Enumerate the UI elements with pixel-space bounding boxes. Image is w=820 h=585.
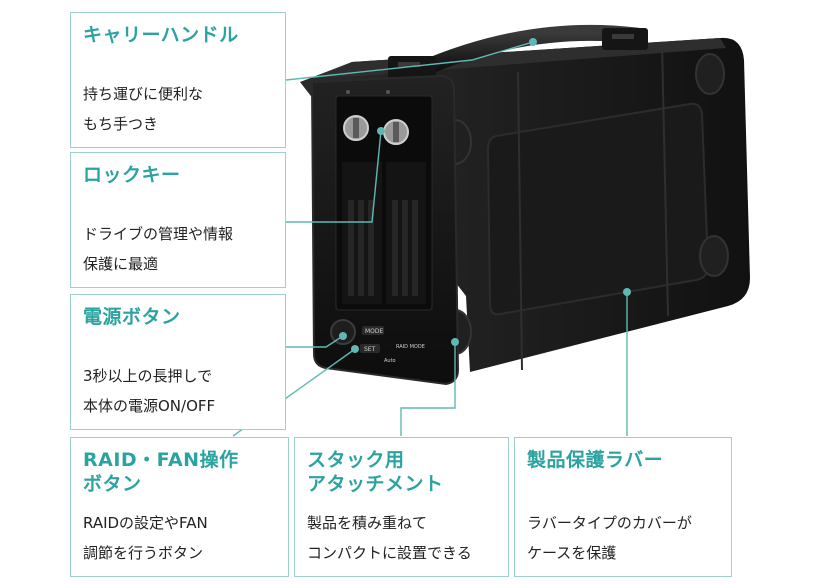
callout-body-line: コンパクトに設置できる — [307, 544, 472, 562]
callout-power-button: 電源ボタン 3秒以上の長押しで 本体の電源ON/OFF — [70, 294, 286, 430]
callout-body-line: 調節を行うボタン — [83, 544, 204, 562]
callout-raid-fan-buttons: RAID・FAN操作 ボタン RAIDの設定やFAN 調節を行うボタン — [70, 437, 289, 577]
callout-body-line: ラバータイプのカバーが — [527, 514, 692, 532]
callout-title-line: ボタン — [83, 473, 142, 495]
callout-body: 製品を積み重ねて コンパクトに設置できる — [307, 508, 500, 568]
callout-body-line: ドライブの管理や情報 — [83, 225, 234, 243]
svg-text:MODE: MODE — [365, 328, 384, 335]
callout-title: スタック用 アタッチメント — [307, 448, 496, 496]
callout-body-line: 本体の電源ON/OFF — [83, 397, 216, 415]
callout-body-line: ケースを保護 — [527, 544, 617, 562]
callout-body: 持ち運びに便利な もち手つき — [83, 79, 277, 139]
svg-text:SET: SET — [364, 346, 376, 353]
callout-title: 製品保護ラバー — [527, 449, 664, 471]
callout-body-line: 3秒以上の長押しで — [83, 367, 213, 385]
svg-text:RAID MODE: RAID MODE — [396, 344, 425, 350]
callout-title: RAID・FAN操作 ボタン — [83, 448, 276, 496]
raid-fan-buttons: MODE SET RAID MODE Auto — [360, 326, 425, 364]
callout-title: ロックキー — [83, 164, 181, 186]
callout-lock-key: ロックキー ドライブの管理や情報 保護に最適 — [70, 152, 286, 288]
callout-stack-attachment: スタック用 アタッチメント 製品を積み重ねて コンパクトに設置できる — [294, 437, 509, 577]
power-button — [330, 319, 356, 345]
callout-title-line: RAID・FAN操作 — [83, 449, 239, 471]
callout-body: 3秒以上の長押しで 本体の電源ON/OFF — [83, 361, 277, 421]
callout-body: ラバータイプのカバーが ケースを保護 — [527, 508, 723, 568]
callout-title: キャリーハンドル — [83, 24, 239, 46]
callout-body-line: もち手つき — [83, 115, 159, 133]
callout-body-line: 保護に最適 — [83, 255, 159, 273]
callout-body-line: RAIDの設定やFAN — [83, 514, 208, 532]
rubber-cover-panel — [486, 102, 710, 316]
callout-body-line: 持ち運びに便利な — [83, 85, 204, 103]
callout-body-line: 製品を積み重ねて — [307, 514, 428, 532]
callout-body: ドライブの管理や情報 保護に最適 — [83, 219, 277, 279]
callout-protective-rubber: 製品保護ラバー ラバータイプのカバーが ケースを保護 — [514, 437, 732, 577]
callout-body: RAIDの設定やFAN 調節を行うボタン — [83, 508, 280, 568]
callout-title-line: アタッチメント — [307, 473, 444, 495]
callout-title-line: スタック用 — [307, 449, 405, 471]
callout-title: 電源ボタン — [83, 306, 181, 328]
svg-text:Auto: Auto — [384, 358, 396, 364]
callout-carry-handle: キャリーハンドル 持ち運びに便利な もち手つき — [70, 12, 286, 148]
